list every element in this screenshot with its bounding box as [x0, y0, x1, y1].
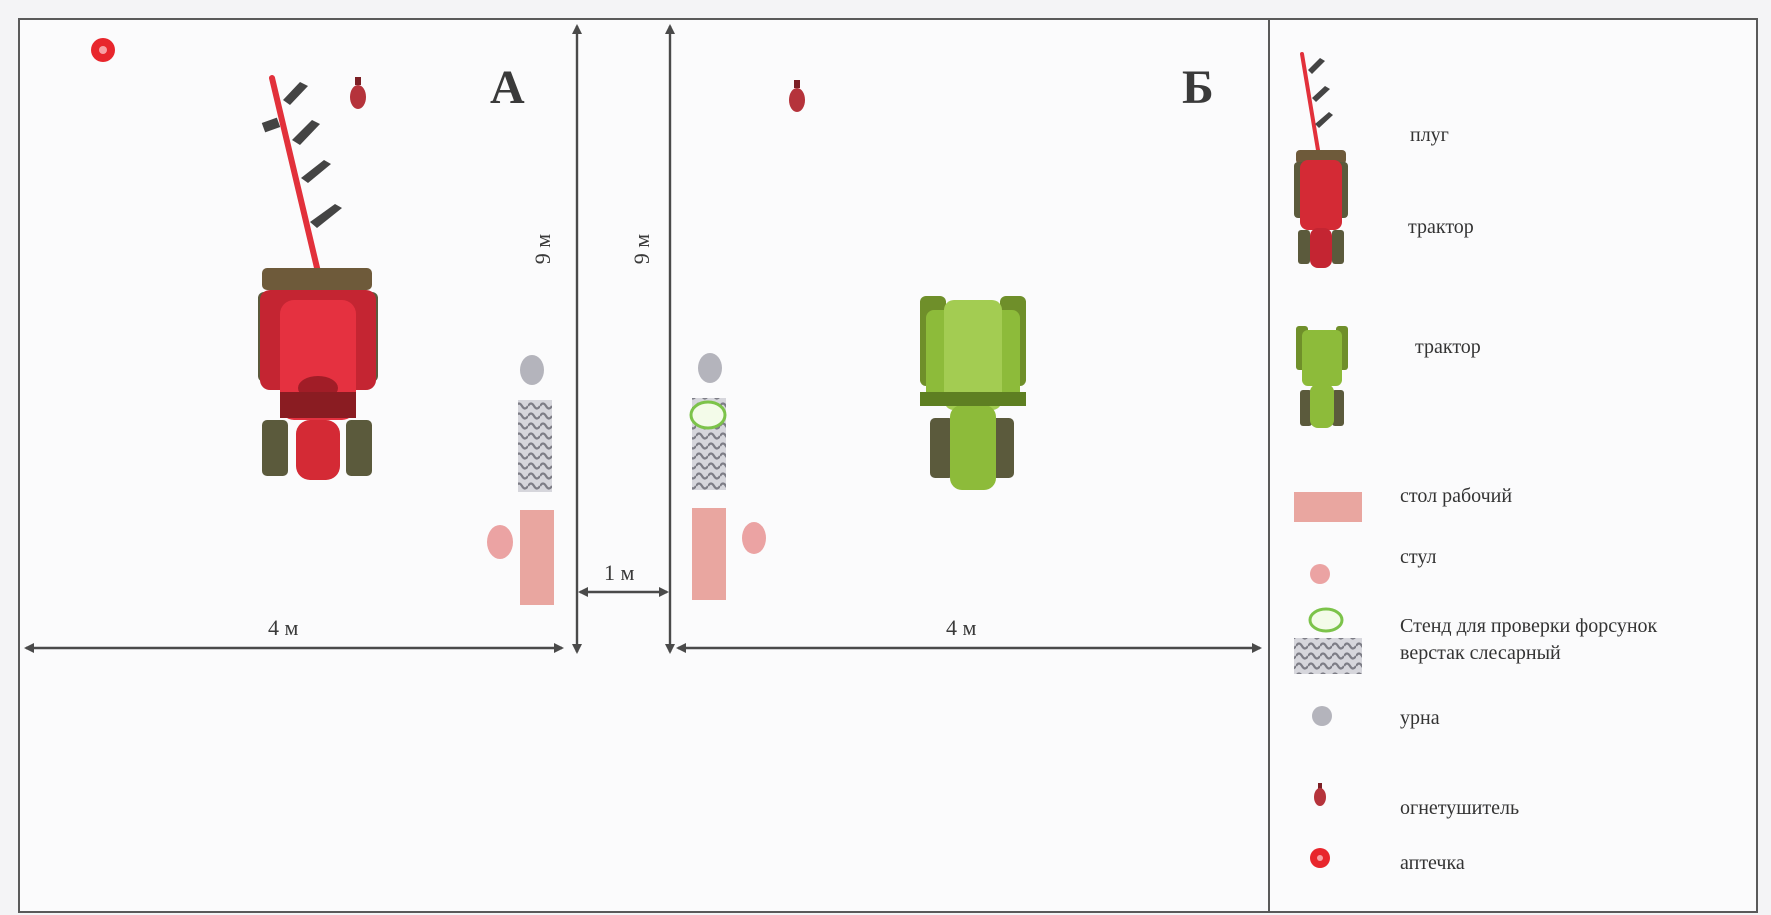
legend-tractor-green-label: трактор	[1415, 336, 1481, 358]
height-a-label: 9 м	[530, 233, 556, 265]
legend-bin-icon	[1312, 706, 1332, 726]
legend-tractor-green-icon	[1296, 326, 1348, 428]
legend-plough-icon	[1300, 52, 1333, 152]
legend-extinguisher-label: огнетушитель	[1400, 797, 1520, 819]
legend-bin-label: урна	[1400, 707, 1440, 729]
legend-plough-label: плуг	[1410, 124, 1449, 146]
height-b-label: 9 м	[629, 233, 655, 265]
legend-work-table-icon	[1294, 492, 1362, 522]
legend-extinguisher-icon	[1314, 783, 1326, 806]
bin-b	[698, 353, 722, 383]
tractor-red	[258, 268, 378, 480]
width-a-label: 4 м	[268, 615, 299, 640]
legend-injector-stand-icon	[1308, 607, 1344, 633]
legend-tractor-red-icon	[1294, 150, 1348, 268]
zone-a-label: А	[490, 61, 525, 114]
legend-injector-stand-label: Стенд для проверки форсунок	[1400, 615, 1658, 637]
chair-a	[487, 525, 513, 559]
extinguisher-b	[789, 80, 805, 112]
legend-first-aid-icon	[1310, 848, 1330, 868]
plough-a	[261, 75, 343, 275]
first-aid-kit-a	[91, 38, 115, 62]
legend-tractor-red-label: трактор	[1408, 216, 1474, 238]
legend-divider	[1268, 18, 1270, 913]
legend-workbench-label: верстак слесарный	[1400, 642, 1561, 664]
zone-b-label: Б	[1182, 61, 1214, 114]
work-table-a	[520, 510, 554, 605]
legend-chair-icon	[1310, 564, 1330, 584]
tractor-green	[920, 296, 1026, 490]
gap-label: 1 м	[604, 560, 635, 585]
chair-b	[742, 522, 766, 554]
injector-stand-b	[689, 400, 727, 430]
dimension-lines	[24, 24, 1262, 654]
workbench-a	[518, 400, 552, 492]
bin-a	[520, 355, 544, 385]
legend-workbench-icon	[1294, 638, 1362, 674]
extinguisher-a	[350, 77, 366, 109]
width-b-label: 4 м	[946, 615, 977, 640]
work-table-b	[692, 508, 726, 600]
legend-work-table-label: стол рабочий	[1400, 485, 1513, 507]
legend-chair-label: стул	[1400, 546, 1437, 568]
legend-first-aid-label: аптечка	[1400, 852, 1465, 874]
